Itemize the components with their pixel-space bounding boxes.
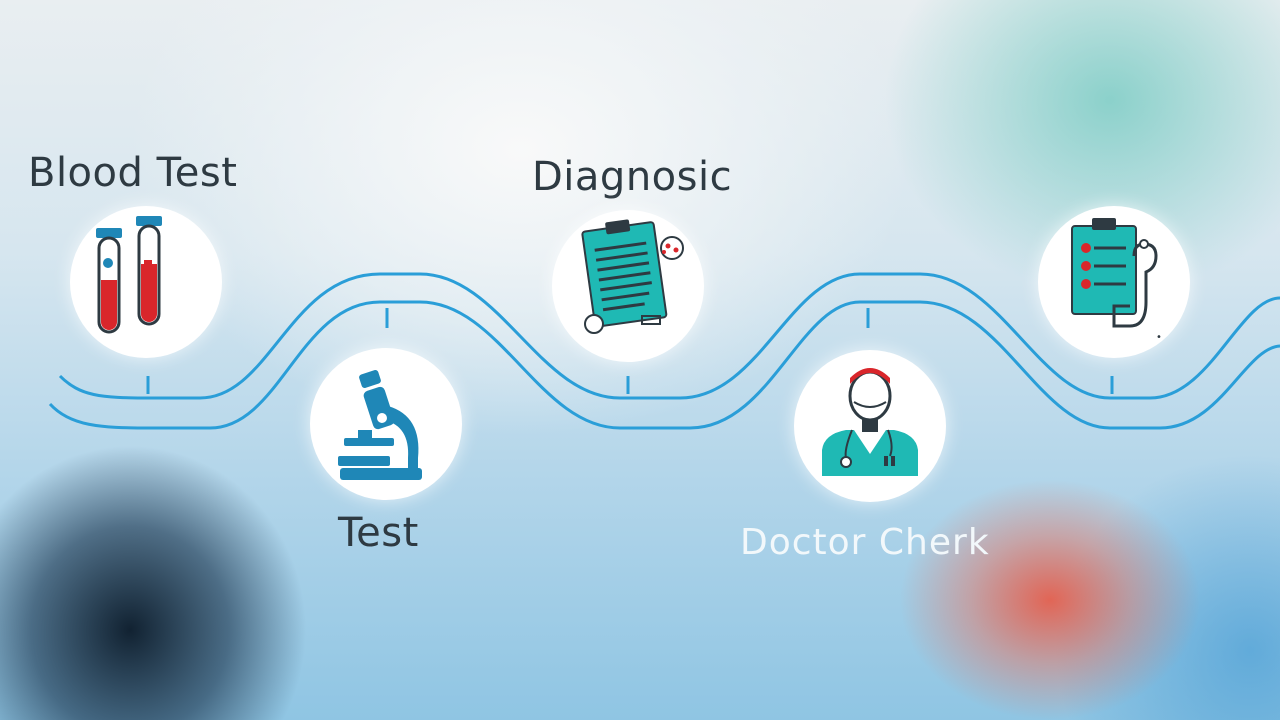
svg-text:•: • [1156,332,1162,343]
clipboard-stethoscope-icon: • [1071,218,1162,343]
clipboard-icon [581,219,684,334]
step-label-diagnosic: Diagnosic [532,154,733,200]
step-label-doctor-cherk: Doctor Cherk [740,522,990,563]
doctor-icon [822,368,918,476]
step-node-test [310,348,462,500]
microscope-icon [338,370,422,480]
track-line-lower [48,300,1280,430]
step-node-diagnosic [552,210,704,362]
test-tubes-icon [96,216,162,334]
step-node-checkup: • [1038,206,1190,358]
step-node-doctor-cherk [794,350,946,502]
track-line-upper [58,272,1280,400]
step-label-blood-test: Blood Test [28,150,238,196]
step-node-blood-test [70,206,222,358]
step-label-test: Test [338,510,419,556]
